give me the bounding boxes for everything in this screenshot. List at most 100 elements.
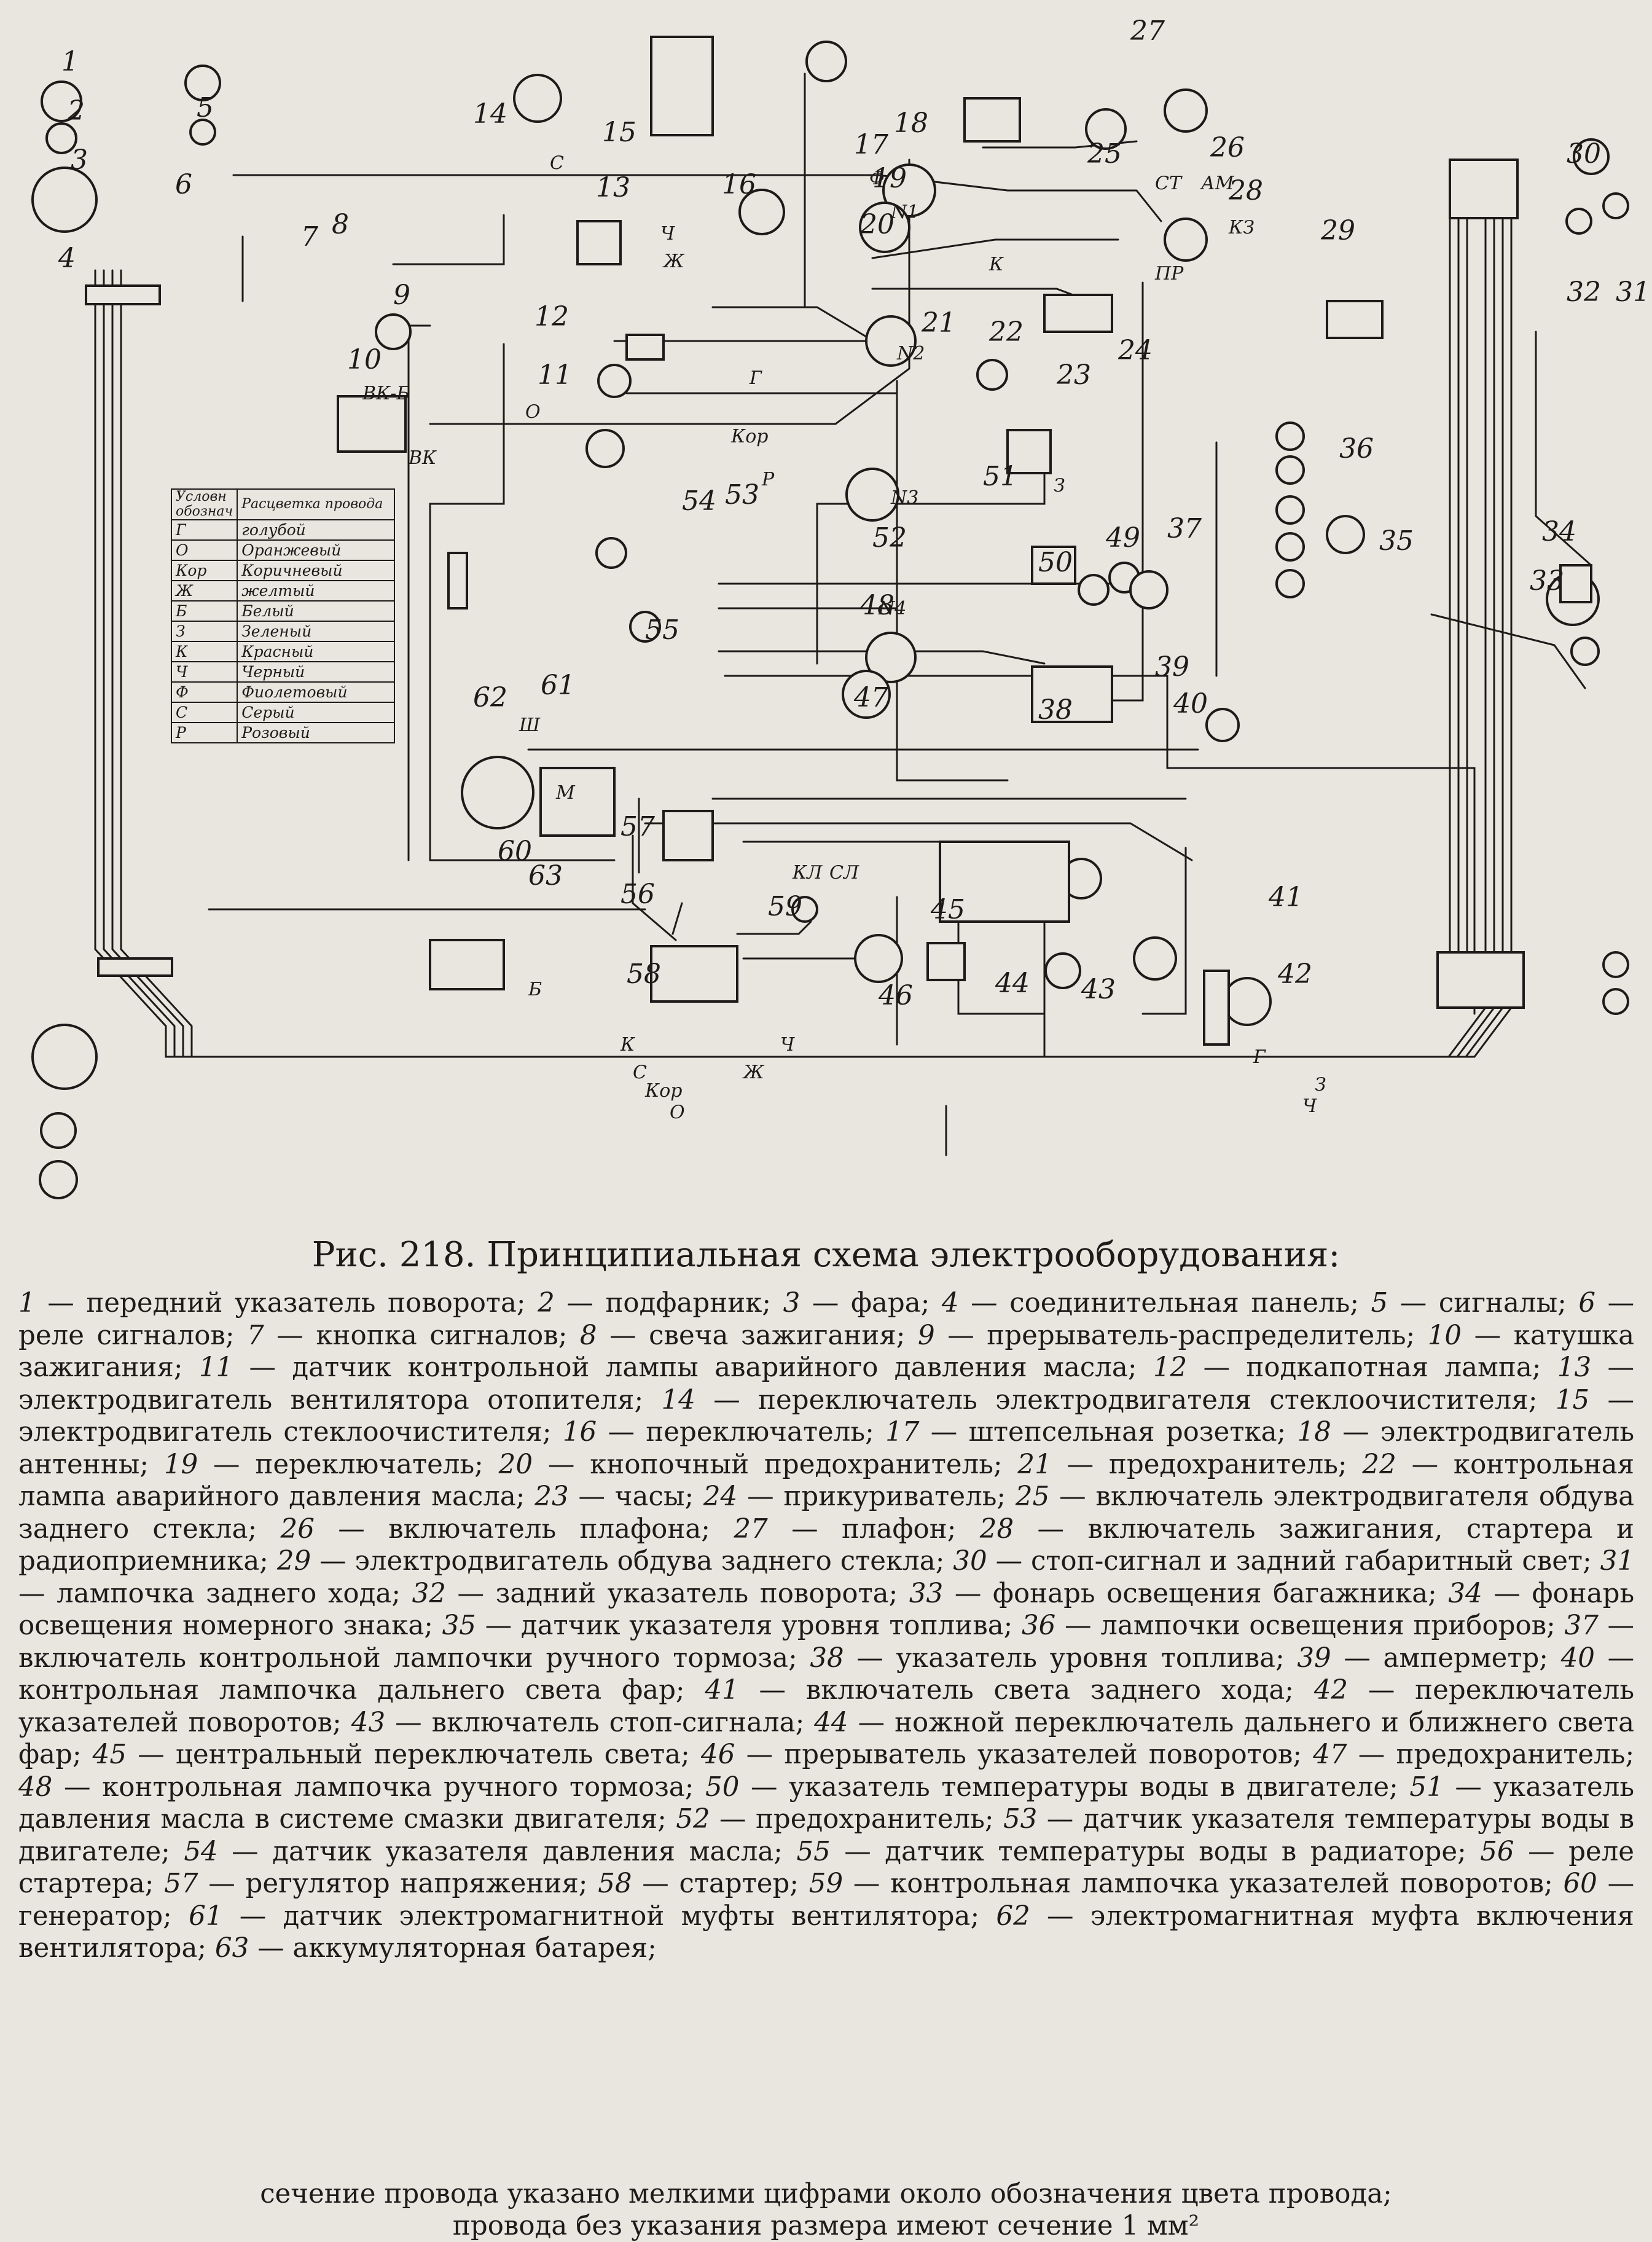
component-symbol (189, 119, 216, 146)
description-item: 2 — подфарник; (538, 1288, 783, 1319)
description-dash: — (609, 1320, 636, 1351)
component-symbol (1326, 300, 1384, 339)
description-text: включатель электродвигателя обдува задне… (18, 1481, 1635, 1545)
component-symbol (963, 97, 1021, 143)
component-number: 32 (1567, 276, 1601, 308)
legend-code: С (170, 702, 238, 723)
component-symbol (1164, 88, 1208, 133)
component-number: 22 (988, 316, 1024, 348)
description-item: 10 — катушка зажигания; (18, 1320, 1634, 1384)
component-number: 49 (1105, 522, 1140, 554)
component-number: 24 (1118, 335, 1153, 366)
component-symbol (865, 315, 917, 367)
description-text: центральный переключатель света; (175, 1739, 690, 1770)
component-symbol (1602, 951, 1629, 978)
description-dash: — (395, 1707, 422, 1738)
description-item: 12 — подкапотная лампа; (1153, 1352, 1557, 1383)
component-symbol (854, 934, 903, 983)
description-item: 30 — стоп-сигнал и задний габаритный све… (953, 1546, 1600, 1577)
description-dash: — (485, 1610, 512, 1641)
component-number: 46 (878, 980, 913, 1011)
wire-color-label: Ч (780, 1034, 795, 1056)
description-dash: — (759, 1675, 786, 1706)
description-number: 36 (1021, 1610, 1056, 1641)
component-number: 57 (620, 811, 655, 842)
description-dash: — (747, 1481, 774, 1512)
component-number: 5 (197, 92, 214, 123)
description-text: реле стартера; (18, 1836, 1635, 1900)
description-text: включатель плафона; (388, 1513, 710, 1545)
description-item: 23 — часы; (534, 1481, 703, 1512)
description-number: 38 (810, 1642, 844, 1674)
description-dash: — (751, 1771, 778, 1803)
component-number: 4 (58, 243, 76, 274)
description-dash: — (1046, 1804, 1074, 1835)
description-number: 58 (598, 1868, 632, 1899)
component-symbol (738, 189, 785, 235)
description-dash: — (856, 1642, 883, 1674)
description-number: 37 (1564, 1610, 1599, 1641)
component-symbol (1223, 977, 1272, 1026)
component-number: 27 (1130, 15, 1165, 47)
terminal-label: КЗ (1228, 217, 1255, 238)
description-text: стоп-сигнал и задний габаритный свет; (1030, 1546, 1592, 1577)
wire-color-label: Г (1253, 1046, 1266, 1068)
description-text: прикуриватель; (783, 1481, 1006, 1512)
component-symbol (85, 284, 161, 305)
description-dash: — (1342, 1417, 1369, 1448)
description-item: 9 — прерыватель-распределитель; (918, 1320, 1428, 1351)
wire-color-label: Кор (730, 426, 768, 447)
description-text: переключатель; (255, 1449, 483, 1480)
description-number: 16 (562, 1417, 597, 1448)
description-text: передний указатель поворота; (86, 1288, 526, 1319)
description-dash: — (947, 1320, 974, 1351)
wire-color-label: Ф (869, 168, 885, 189)
component-number: 42 (1277, 958, 1312, 990)
description-dash: — (213, 1449, 240, 1480)
component-symbol (625, 334, 665, 361)
description-text: кнопочный предохранитель; (590, 1449, 1003, 1480)
component-symbol (1326, 515, 1365, 554)
description-number: 27 (734, 1513, 768, 1545)
wire (871, 238, 1119, 259)
component-symbol (31, 167, 98, 233)
component-symbol (39, 1160, 78, 1199)
wire-color-label: Р (761, 469, 775, 490)
description-dash: — (208, 1868, 235, 1899)
description-dash: — (249, 1352, 276, 1383)
component-number: 48 (859, 590, 895, 621)
description-dash: — (1607, 1352, 1635, 1383)
component-number: 2 (67, 95, 85, 127)
legend-code: Ж (170, 580, 238, 602)
terminal-label: КЛ (792, 862, 823, 884)
description-number: 28 (979, 1513, 1014, 1545)
description-dash: — (1607, 1288, 1635, 1319)
description-text: прерыватель-распределитель; (987, 1320, 1415, 1351)
wire (671, 902, 683, 935)
description-dash: — (232, 1836, 259, 1867)
description-text: датчик указателя температуры воды в двиг… (18, 1804, 1635, 1867)
component-number: 45 (930, 894, 965, 925)
component-number: 29 (1320, 215, 1355, 246)
description-number: 3 (783, 1288, 801, 1319)
component-number: 63 (528, 860, 563, 892)
description-number: 56 (1480, 1836, 1514, 1867)
description-text: переключатель; (646, 1417, 874, 1448)
description-item: 59 — контрольная лампочка указателей пов… (809, 1868, 1564, 1899)
legend-header-code: Условн обознач (170, 488, 238, 520)
wire-color-label: Ж (662, 251, 685, 272)
component-number: 15 (602, 117, 636, 148)
component-symbol (1573, 138, 1610, 175)
wire (407, 324, 431, 861)
component-number: 23 (1056, 359, 1091, 391)
component-symbol (1205, 708, 1240, 742)
component-symbol (1044, 952, 1081, 989)
component-symbol (650, 945, 738, 1003)
description-item: 57 — регулятор напряжения; (164, 1868, 598, 1899)
description-dash: — (1607, 1642, 1635, 1674)
